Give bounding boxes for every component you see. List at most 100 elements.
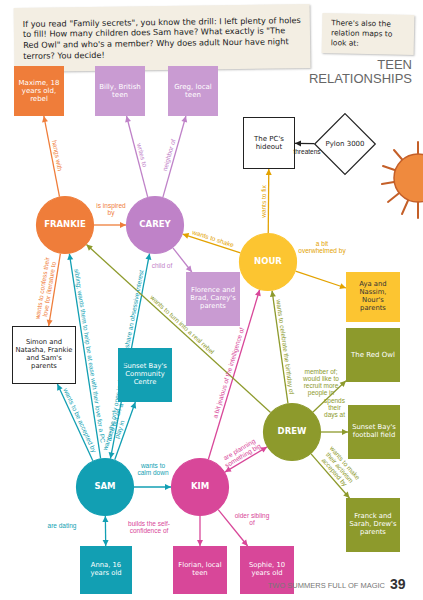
- arrow-head: [340, 381, 346, 387]
- character-circle: CAREY: [126, 196, 184, 254]
- person-box: Maxime, 18 years old, rebel: [14, 66, 64, 116]
- arrow-head: [42, 116, 48, 122]
- character-circle: FRANKIE: [36, 196, 94, 254]
- arrow-head: [242, 539, 248, 546]
- connector: [197, 516, 203, 546]
- page-number: 39: [390, 576, 416, 592]
- parents-box: Aya and Nassim, Nour's parents: [346, 272, 400, 322]
- node-text: The Red Owl: [349, 349, 397, 361]
- place-box: The PC's hideout: [243, 117, 295, 169]
- edge-label: child of: [146, 262, 178, 269]
- arrow-head: [120, 222, 126, 228]
- parents-box: Florence and Brad, Carey's parents: [186, 272, 240, 326]
- edge-label: wants to put on a play in: [101, 400, 133, 457]
- connector-line: [57, 384, 92, 461]
- node-text: Franck and Sarah, Drew's parents: [347, 511, 399, 538]
- node-text: SAM: [92, 480, 117, 494]
- node-text: If you read "Family secrets", you know t…: [21, 13, 304, 64]
- sun-disc: [394, 154, 423, 202]
- person-box: Anna, 16 years old: [80, 546, 132, 594]
- connector-line: [208, 290, 259, 459]
- node-text: KIM: [189, 480, 211, 494]
- node-text: DREW: [276, 425, 309, 439]
- arrow-head: [255, 290, 261, 297]
- person-box: Greg, local teen: [168, 66, 218, 116]
- arrow-head: [165, 484, 171, 490]
- arrow-head: [103, 540, 109, 546]
- node-text: FRANKIE: [42, 218, 88, 232]
- node-text: Maxime, 18 years old, rebel: [15, 77, 63, 105]
- connector: [173, 248, 192, 272]
- arrow-head: [125, 116, 131, 123]
- person-box: Florian, local teen: [173, 546, 227, 594]
- character-circle: DREW: [263, 403, 321, 461]
- arrow-head: [266, 169, 272, 175]
- node-text: Florian, local teen: [174, 560, 226, 580]
- node-text: Aya and Nassim, Nour's parents: [347, 279, 399, 314]
- place-box: Sunset Bay's football field: [348, 405, 400, 459]
- connector: [266, 169, 272, 233]
- connector-line: [268, 169, 270, 233]
- node-text: NOUR: [252, 255, 284, 269]
- arrow-head: [342, 429, 348, 435]
- edge-label: sibling; wants them to help be at ease w…: [72, 255, 109, 455]
- arrow-head: [86, 245, 92, 251]
- node-text: Billy, British teen: [96, 81, 144, 101]
- diagram-title: TEEN RELATIONSHIPS: [290, 58, 412, 85]
- arrow-head: [57, 384, 62, 391]
- person-box: Billy, British teen: [95, 66, 145, 116]
- edge-label: are dating: [46, 522, 78, 529]
- connector-line: [173, 248, 192, 272]
- edge-label: older sibling of: [232, 512, 272, 526]
- note-card: If you read "Family secrets", you know t…: [14, 4, 311, 72]
- character-circle: KIM: [171, 458, 229, 516]
- connector: [296, 271, 346, 289]
- arrow-head: [131, 402, 137, 409]
- connector: [102, 516, 108, 546]
- sun-illustration: [380, 140, 423, 220]
- node-text: CAREY: [137, 218, 172, 232]
- node-text: Florence and Brad, Carey's parents: [187, 285, 239, 312]
- arrow-head: [339, 283, 346, 289]
- arrow-head: [145, 253, 151, 259]
- group-box: The Red Owl: [346, 328, 400, 382]
- connector: [208, 290, 260, 459]
- edge-label: neighbor of: [155, 116, 183, 193]
- arrow-head: [109, 452, 115, 458]
- parents-box: Simon and Natasha, Frankie and Sam's par…: [12, 326, 76, 384]
- node-text: There's also the relation maps to look a…: [329, 17, 408, 52]
- note-card: There's also the relation maps to look a…: [322, 13, 415, 55]
- node-text: The PC's hideout: [244, 133, 294, 153]
- node-text: Sunset Bay's Community Centre: [119, 361, 171, 388]
- arrow-head: [47, 320, 53, 326]
- footer-text: TWO SUMMERS FULL OF MAGIC: [250, 581, 385, 590]
- arrow-head: [181, 116, 187, 123]
- arrow-head: [102, 516, 108, 522]
- node-text: Greg, local teen: [169, 81, 217, 101]
- connector: [57, 384, 93, 461]
- character-circle: NOUR: [239, 233, 297, 291]
- node-text: Sophie, 10 years old: [241, 560, 293, 580]
- threat-diamond: Pylon 3000: [314, 113, 376, 175]
- connector: [321, 429, 348, 435]
- edge-label: writes to: [129, 117, 156, 194]
- node-text: Anna, 16 years old: [81, 560, 131, 580]
- node-text: Simon and Natasha, Frankie and Sam's par…: [13, 337, 75, 372]
- character-circle: SAM: [76, 458, 134, 516]
- arrow-head: [197, 540, 203, 546]
- edge-label: wants to fix: [259, 172, 267, 230]
- connector: [295, 140, 314, 146]
- edge-label: member of; would like to recruit more pe…: [300, 368, 342, 397]
- arrow-head: [270, 291, 276, 297]
- edge-label: is inspired by: [95, 202, 127, 216]
- edge-label: threatens: [292, 148, 322, 155]
- arrow-head: [183, 233, 190, 239]
- parents-box: Franck and Sarah, Drew's parents: [346, 498, 400, 552]
- edge-label: a bit overwhelmed by: [298, 240, 346, 254]
- edge-label: spends their days at: [321, 397, 348, 418]
- connector-line: [296, 271, 346, 288]
- arrow-head: [186, 265, 192, 272]
- arrow-head: [67, 254, 73, 260]
- connector: [94, 222, 126, 228]
